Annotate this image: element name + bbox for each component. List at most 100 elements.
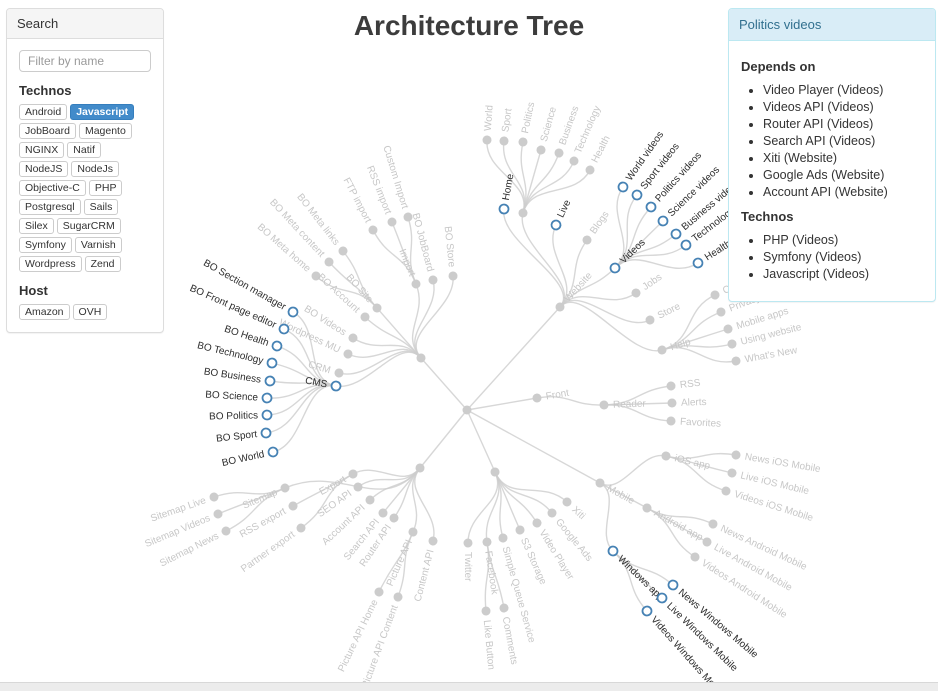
highlighted-node-circle[interactable] [641,605,654,618]
highlighted-node-circle[interactable] [550,219,562,231]
highlighted-node-circle[interactable] [607,545,620,558]
node-circle[interactable] [414,462,427,475]
tree-node-home[interactable]: Home [498,173,517,215]
node-circle[interactable] [531,517,543,529]
tree-node-cms[interactable]: CMS [304,376,342,393]
node-circle[interactable] [518,137,529,148]
node-circle[interactable] [641,502,653,514]
techno-button-android[interactable]: Android [19,104,68,120]
highlighted-node-circle[interactable] [667,579,680,592]
tree-node-store[interactable]: Store [644,301,683,328]
node-circle[interactable] [347,468,359,480]
node-circle[interactable] [689,551,701,563]
node-circle[interactable] [535,144,546,155]
highlighted-node-circle[interactable] [692,257,704,269]
tree-node-facebook[interactable]: Facebook [480,537,500,596]
node-circle[interactable] [415,352,428,365]
techno-button-javascript[interactable]: Javascript [70,104,135,120]
tree-node-help[interactable]: Help [656,336,692,357]
tree-node-live[interactable]: Live [550,198,574,232]
techno-button-php[interactable]: PHP [88,180,123,196]
node-circle[interactable] [497,532,508,543]
tree-node-hub[interactable] [462,405,472,415]
techno-button-nodejs[interactable]: NodeJS [19,161,69,177]
node-circle[interactable] [581,234,594,247]
tree-node-front[interactable]: Front [532,388,570,405]
node-circle[interactable] [428,536,439,547]
node-circle[interactable] [323,256,336,269]
tree-node-favorites[interactable]: Favorites [666,416,721,430]
highlighted-node-circle[interactable] [260,427,272,439]
node-circle[interactable] [584,164,596,176]
tree-node-bo-politics[interactable]: BO Politics [209,409,273,423]
node-circle[interactable] [727,339,738,350]
node-circle[interactable] [707,518,719,530]
node-circle[interactable] [295,522,308,535]
tree-node-jobs[interactable]: Jobs [630,272,665,301]
tree-node-politics[interactable]: Politics [517,101,537,147]
tree-node-comments[interactable]: Comments [497,603,519,666]
node-circle[interactable] [727,468,738,479]
tree-node-android-app[interactable]: Android app [640,502,705,544]
tree-node-bo-sport[interactable]: BO Sport [216,427,272,445]
node-circle[interactable] [720,485,731,496]
tree-node-sitemap[interactable]: Sitemap [241,482,291,512]
highlighted-node-circle[interactable] [278,323,290,335]
node-circle[interactable] [666,381,676,391]
node-circle[interactable] [347,332,359,344]
node-circle[interactable] [482,135,492,145]
node-circle[interactable] [715,306,727,318]
node-circle[interactable] [553,147,565,159]
tree-node-world[interactable]: World [482,105,496,145]
tree-node-mobile[interactable]: Mobile [593,477,636,508]
filter-by-name-input[interactable] [19,50,151,72]
tree-node-alerts[interactable]: Alerts [667,397,707,409]
highlighted-node-circle[interactable] [609,262,622,275]
node-circle[interactable] [463,538,473,548]
node-circle[interactable] [499,603,510,614]
node-circle[interactable] [644,314,656,326]
node-circle[interactable] [630,287,643,300]
highlighted-node-circle[interactable] [271,340,283,352]
techno-button-zend[interactable]: Zend [84,256,121,272]
tree-node-like-button[interactable]: Like Button [480,606,497,670]
node-circle[interactable] [392,591,404,603]
node-circle[interactable] [359,311,372,324]
tree-node-hub[interactable] [415,352,428,365]
node-circle[interactable] [482,537,492,547]
techno-button-sails[interactable]: Sails [83,199,119,215]
node-circle[interactable] [410,278,422,290]
techno-button-magento[interactable]: Magento [78,123,132,139]
node-circle[interactable] [499,136,509,146]
tree-node-science[interactable]: Science [535,105,559,156]
highlighted-node-circle[interactable] [330,380,342,392]
tree-node-hub[interactable] [517,207,528,218]
highlighted-node-circle[interactable] [670,228,683,241]
tree-node-reader[interactable]: Reader [599,399,647,412]
node-circle[interactable] [731,356,741,366]
highlighted-node-circle[interactable] [266,357,278,369]
tree-node-what-s-new[interactable]: What's New [731,345,799,368]
horizontal-scrollbar[interactable] [0,682,938,691]
highlighted-node-circle[interactable] [261,409,273,421]
tree-node-hub[interactable] [414,462,427,475]
techno-button-objective-c[interactable]: Objective-C [19,180,86,196]
tree-node-sport[interactable]: Sport [499,108,515,147]
node-circle[interactable] [208,491,219,502]
node-circle[interactable] [462,405,472,415]
node-circle[interactable] [402,211,413,222]
node-circle[interactable] [568,155,580,167]
highlighted-node-circle[interactable] [631,189,644,202]
node-circle[interactable] [722,323,733,334]
node-circle[interactable] [514,524,526,536]
node-circle[interactable] [554,301,567,314]
techno-button-natif[interactable]: Natif [67,142,101,158]
highlighted-node-circle[interactable] [656,592,669,605]
node-circle[interactable] [517,207,528,218]
node-circle[interactable] [489,466,501,478]
techno-button-postgresql[interactable]: Postgresql [19,199,81,215]
tree-node-ios-app[interactable]: iOS app [660,450,712,472]
node-circle[interactable] [667,398,677,408]
highlighted-node-circle[interactable] [617,181,630,194]
node-circle[interactable] [373,586,385,598]
